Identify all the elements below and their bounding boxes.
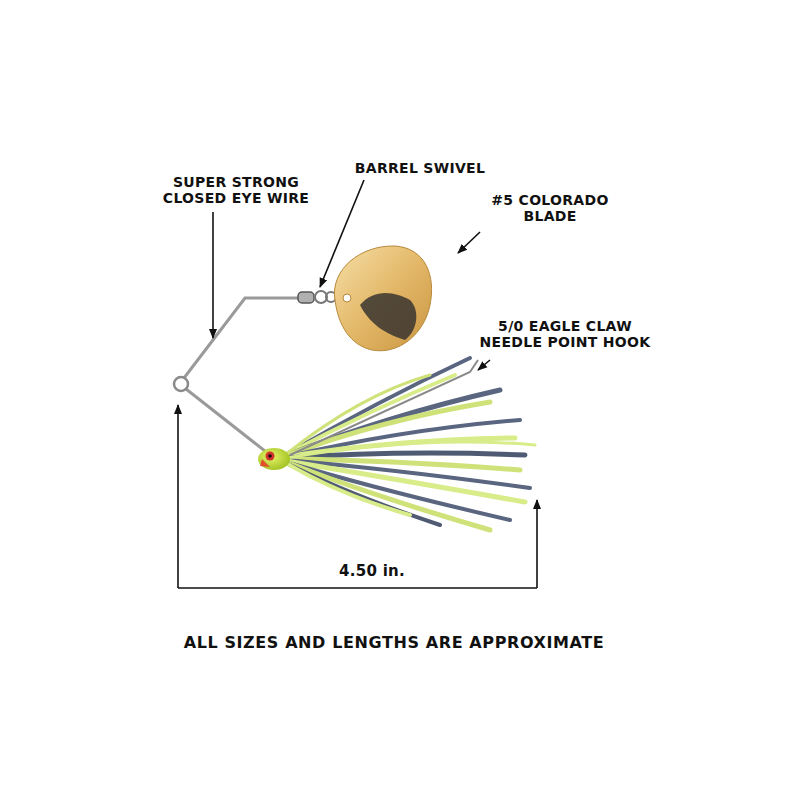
- callout-label: SUPER STRONG CLOSED EYE WIRE: [147, 174, 325, 206]
- callout-label: BARREL SWIVEL: [355, 160, 485, 176]
- callout-label: #5 COLORADO BLADE: [478, 192, 623, 224]
- caption: ALL SIZES AND LENGTHS ARE APPROXIMATE: [184, 635, 605, 651]
- callout-label: 5/0 EAGLE CLAW NEEDLE POINT HOOK: [465, 318, 665, 350]
- dimension-label: 4.50 in.: [336, 563, 408, 579]
